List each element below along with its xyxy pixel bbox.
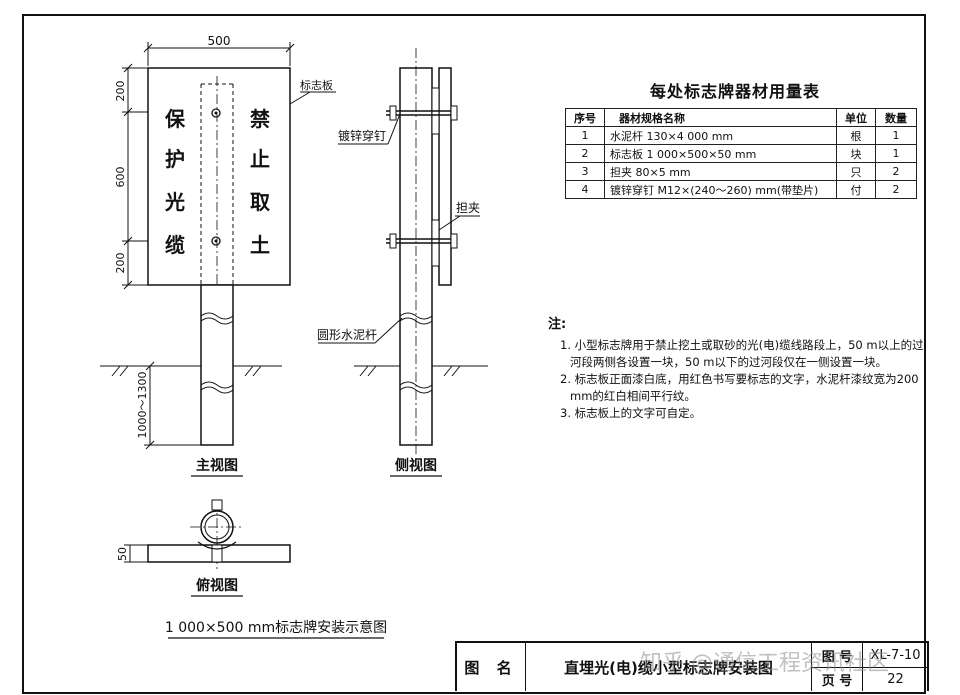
front-view: 500 200 600 200 保 护 光 缆 禁 止 取 土 bbox=[100, 34, 336, 477]
caption-top-view: 俯视图 bbox=[196, 577, 238, 594]
table-row: 4 镀锌穿钉 M12×(240～260) mm(带垫片) 付 2 bbox=[565, 180, 917, 199]
note-item: 2. 标志板正面漆白底，用红色书写要标志的文字，水泥杆漆纹宽为200 mm的红白… bbox=[560, 372, 919, 403]
dim-bury: 1000～1300 bbox=[136, 372, 149, 439]
drawing-caption: 1 000×500 mm标志牌安装示意图 bbox=[165, 619, 387, 636]
table-cell: 担夹 80×5 mm bbox=[604, 162, 837, 181]
board-text-left-1: 保 bbox=[164, 107, 186, 131]
table-cell: 水泥杆 130×4 000 mm bbox=[604, 126, 837, 145]
callout-clamp: 担夹 bbox=[456, 201, 480, 215]
notes: 注: 1. 小型标志牌用于禁止挖土或取砂的光(电)缆线路段上，50 m以上的过河… bbox=[548, 316, 928, 422]
table-cell: 1 bbox=[875, 144, 917, 163]
board-text-right-3: 取 bbox=[250, 190, 270, 214]
note-item: 1. 小型标志牌用于禁止挖土或取砂的光(电)缆线路段上，50 m以上的过河段两侧… bbox=[560, 338, 924, 369]
side-view: 镀锌穿钉 担夹 圆形水泥杆 侧视图 bbox=[317, 48, 488, 477]
dim-top-view: 50 bbox=[116, 547, 129, 561]
board-text-right-2: 止 bbox=[250, 147, 270, 171]
table-cell: 3 bbox=[565, 162, 605, 181]
table-cell: 2 bbox=[875, 180, 917, 199]
watermark: 知乎 @通信工程资讯社区 bbox=[640, 651, 889, 676]
board-text-left-3: 光 bbox=[164, 190, 185, 214]
bom-title: 每处标志牌器材用量表 bbox=[650, 82, 821, 101]
dim-mid: 600 bbox=[114, 167, 127, 188]
bom-table: 序号 器材规格名称 单位 数量 1 水泥杆 130×4 000 mm 根 1 2… bbox=[565, 108, 917, 199]
table-cell: 2 bbox=[875, 162, 917, 181]
callout-pole: 圆形水泥杆 bbox=[317, 328, 377, 342]
fig-no-value: XL-7-10 bbox=[870, 647, 921, 663]
title-block-page-row: 页 号 22 bbox=[811, 667, 928, 691]
board-text-right-1: 禁 bbox=[250, 107, 270, 131]
dim-bot: 200 bbox=[114, 253, 127, 274]
table-row: 3 担夹 80×5 mm 只 2 bbox=[565, 162, 917, 181]
bom-header-cell: 数量 bbox=[875, 108, 917, 127]
table-row: 1 水泥杆 130×4 000 mm 根 1 bbox=[565, 126, 917, 145]
table-cell: 根 bbox=[836, 126, 876, 145]
front-pole bbox=[200, 284, 234, 446]
board-text-right-4: 土 bbox=[250, 233, 270, 257]
sheet-border bbox=[22, 14, 926, 694]
bolt-lower bbox=[211, 236, 221, 246]
note-item: 3. 标志板上的文字可自定。 bbox=[560, 406, 702, 420]
caption-front-view: 主视图 bbox=[196, 457, 238, 474]
title-block-fig-row: 图 号 XL-7-10 bbox=[811, 643, 928, 668]
page-no-value: 22 bbox=[887, 671, 904, 687]
board-text-left-2: 护 bbox=[165, 147, 185, 171]
table-cell: 1 bbox=[565, 126, 605, 145]
side-board bbox=[438, 67, 452, 286]
table-cell: 2 bbox=[565, 144, 605, 163]
table-cell: 标志板 1 000×500×50 mm bbox=[604, 144, 837, 163]
notes-heading: 注: bbox=[548, 317, 567, 332]
top-view: 50 俯视图 bbox=[116, 499, 291, 597]
page-no-label: 页 号 bbox=[812, 667, 863, 691]
fig-no-label: 图 号 bbox=[812, 643, 863, 667]
bolt-upper bbox=[211, 108, 221, 118]
table-cell: 块 bbox=[836, 144, 876, 163]
callout-board: 标志板 bbox=[300, 78, 333, 92]
dim-top: 200 bbox=[114, 81, 127, 102]
table-cell: 镀锌穿钉 M12×(240～260) mm(带垫片) bbox=[604, 180, 837, 199]
title-block: 图 名 直埋光(电)缆小型标志牌安装图 图 号 XL-7-10 页 号 22 bbox=[455, 641, 929, 691]
board-text-left-4: 缆 bbox=[165, 233, 185, 257]
dim-width: 500 bbox=[208, 34, 231, 48]
bom-header-cell: 器材规格名称 bbox=[604, 108, 837, 127]
table-cell: 只 bbox=[836, 162, 876, 181]
caption-side-view: 侧视图 bbox=[395, 457, 437, 474]
table-cell: 1 bbox=[875, 126, 917, 145]
table-cell: 4 bbox=[565, 180, 605, 199]
title-block-name-label: 图 名 bbox=[457, 643, 526, 691]
title-block-title: 直埋光(电)缆小型标志牌安装图 bbox=[564, 658, 773, 677]
bom-header-cell: 序号 bbox=[565, 108, 605, 127]
table-cell: 付 bbox=[836, 180, 876, 199]
bom-header-cell: 单位 bbox=[836, 108, 876, 127]
callout-nail: 镀锌穿钉 bbox=[338, 128, 386, 143]
bom-header-row: 序号 器材规格名称 单位 数量 bbox=[565, 108, 917, 127]
table-row: 2 标志板 1 000×500×50 mm 块 1 bbox=[565, 144, 917, 163]
